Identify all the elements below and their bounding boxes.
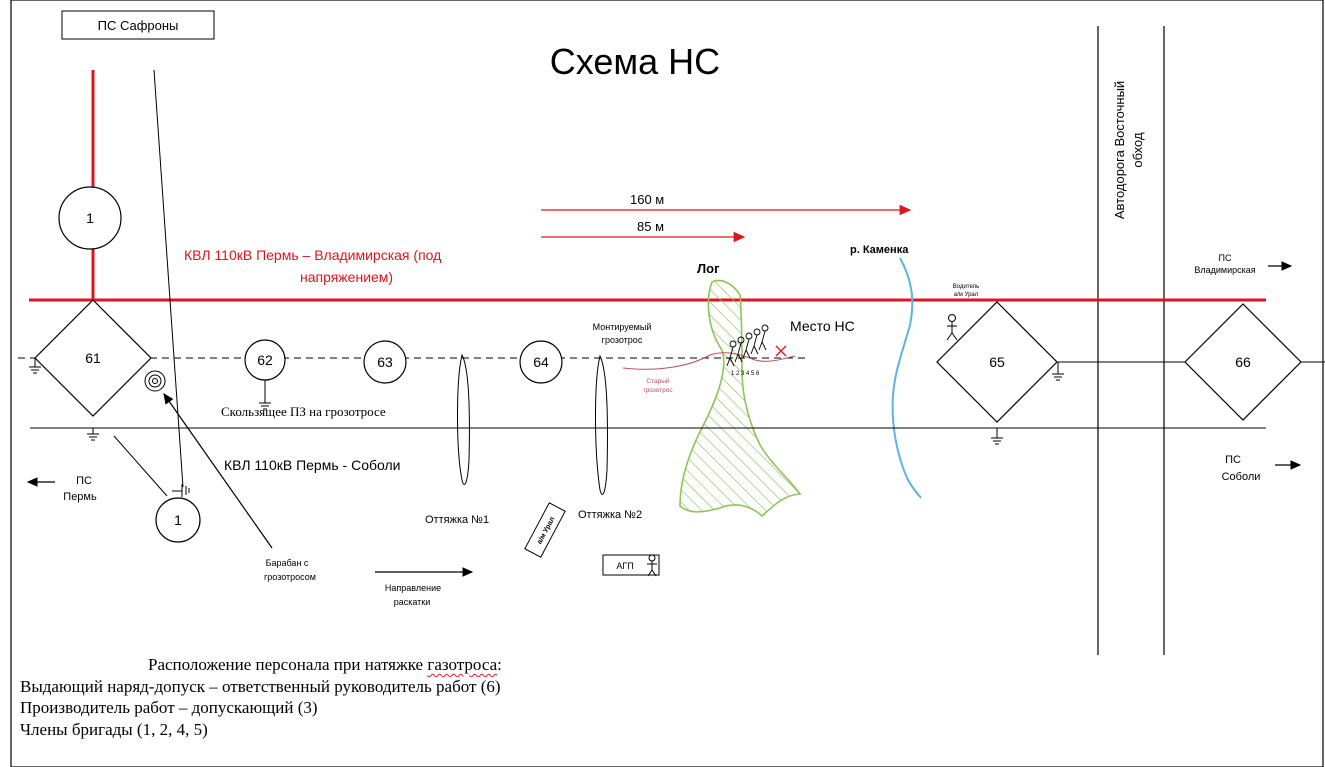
ravine-log-area [679,279,802,518]
tower-65: 65 [936,301,1058,423]
road-label: Автодорога Восточный обход [1112,81,1145,219]
svg-text:66: 66 [1235,354,1251,370]
distance-85-label: 85 м [637,219,664,234]
tower-61: 61 [34,299,152,417]
personnel-caption: Расположение персонала при натяжке газот… [20,654,920,740]
svg-text:65: 65 [989,354,1005,370]
tower-64: 64 [519,340,563,384]
svg-text:63: 63 [377,354,393,370]
old-ground-wire [622,352,796,370]
ps-vladimirskaya-word: ПС [1219,253,1232,263]
svg-text:61: 61 [85,350,101,366]
guy-wire-2 [595,354,608,495]
diagram-title: Схема НС [550,41,720,82]
substation-saphrony-box: ПС Сафроны [61,10,215,40]
accident-cross-icon [775,345,787,357]
circle-one-top: 1 [58,186,122,250]
caption-line-1-text: Расположение персонала при натяжке [148,655,428,674]
direction-label-line2: раскатки [394,597,431,607]
ps-perm-name: Пермь [63,491,97,503]
caption-line-1: Расположение персонала при натяжке газот… [20,654,920,676]
drum-label-line1: Барабан с [266,558,309,568]
mounted-wire-label-line1: Монтируемый [593,322,652,332]
person-numbers-label: 1 2 3 4 5 6 [731,371,760,377]
ps-perm-word: ПС [76,475,92,487]
svg-text:АГП: АГП [616,561,633,571]
kvl-vladimirskaya-label-line2: напряжением) [300,269,393,285]
ps-soboli-word: ПС [1225,454,1241,466]
guy-2-label: Оттяжка №2 [578,509,642,521]
guy-wire-1 [457,353,470,485]
sliding-grounding-label: Скользящее ПЗ на грозотросе [221,404,386,419]
road-label-line1: Автодорога Восточный [1112,81,1127,219]
grounding-clamp-icon [172,484,190,497]
truck-ural-box: а/м Урал [524,502,566,558]
driver-person-icon [946,314,958,341]
caption-line-2: Выдающий наряд-допуск – ответственный ру… [20,676,501,696]
page-frame [10,0,1324,767]
substation-saphrony-label: ПС Сафроны [98,18,179,33]
drum-label-line2: грозотросом [264,572,316,582]
direction-label-line1: Направление [385,583,441,593]
ground-symbol-65-bottom [991,428,1003,445]
caption-line-3: Производитель работ – допускающий (3) [20,698,318,717]
tower-63: 63 [363,340,407,384]
old-wire-label-line1: Старый [646,377,670,385]
agp-operator-icon [647,554,657,577]
old-wire-label-line2: грозотрос [643,387,673,394]
workers-group-icon [726,324,769,367]
driver-label-line2: а/м Урал [954,292,979,298]
svg-text:1: 1 [86,210,94,226]
river-kamenka-label: р. Каменка [850,244,909,256]
lowering-line-61 [113,435,168,497]
cable-drum-icon [144,370,166,392]
kvl-vladimirskaya-label-line1: КВЛ 110кВ Пермь – Владимирская (под [184,247,441,263]
driver-label-line1: Водитель [953,284,980,290]
road-label-line2: обход [1130,132,1145,168]
ps-vladimirskaya-name: Владимирская [1194,265,1255,275]
ground-symbol-61-bottom [87,428,99,441]
svg-text:64: 64 [533,354,549,370]
ground-symbol-61-left [29,358,41,374]
ravine-log-label: Лог [697,261,720,276]
mounted-wire-label-line2: грозотрос [602,335,643,345]
ground-symbol-65-right [1052,362,1064,381]
accident-place-label: Место НС [790,318,855,334]
tower-66: 66 [1184,303,1302,421]
caption-line-4: Члены бригады (1, 2, 4, 5) [20,719,208,739]
tower-62: 62 [244,339,286,410]
river-kamenka [891,257,922,499]
caption-line-1-colon: : [497,655,502,674]
svg-text:1: 1 [174,512,182,528]
drum-pointer-arrow [163,393,273,549]
ps-soboli-name: Соболи [1222,471,1261,483]
caption-line-1-misspelled-word: газотроса [427,655,498,674]
agp-vehicle-box: АГП [602,554,660,577]
distance-160-label: 160 м [630,192,664,207]
circle-one-bottom: 1 [155,497,201,543]
kvl-soboli-label: КВЛ 110кВ Пермь - Соболи [224,457,400,473]
guy-1-label: Оттяжка №1 [425,514,489,526]
old-wire-lowering-line [153,69,184,488]
svg-text:62: 62 [257,352,273,368]
